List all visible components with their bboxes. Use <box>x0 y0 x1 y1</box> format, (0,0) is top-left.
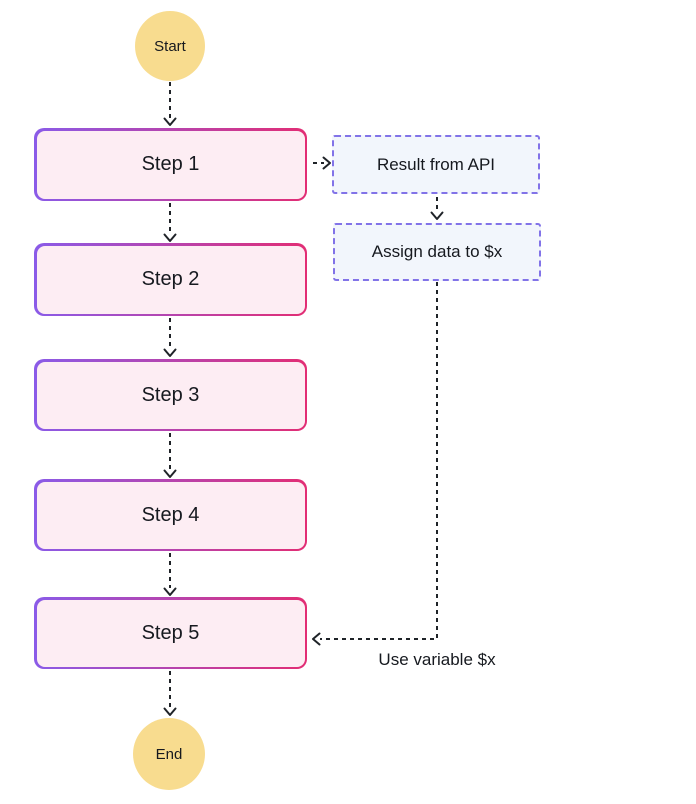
arrowhead-down-icon <box>163 117 177 126</box>
step-node-4: Step 4 <box>34 479 307 551</box>
arrowhead-left-icon <box>312 632 321 646</box>
assign-data-node: Assign data to $x <box>333 223 541 281</box>
step-label: Step 1 <box>141 153 200 175</box>
arrowhead-right-icon <box>322 156 331 170</box>
step-label: Step 3 <box>141 383 200 406</box>
step-node-1: Step 1 <box>34 128 307 201</box>
step-node-1-body: Step 1 <box>36 130 305 199</box>
result-from-api-node: Result from API <box>332 135 540 194</box>
arrowhead-down-icon <box>163 233 177 242</box>
result-from-api-label: Result from API <box>376 154 496 174</box>
arrowhead-down-icon <box>163 707 177 716</box>
step-node-5-body: Step 5 <box>36 599 305 667</box>
step-node-4-body: Step 4 <box>36 481 305 549</box>
start-node: Start <box>135 11 205 81</box>
step-label: Step 4 <box>141 503 200 526</box>
step-label: Step 2 <box>141 268 200 290</box>
step-node-3: Step 3 <box>34 359 307 431</box>
step-node-5: Step 5 <box>34 597 307 669</box>
start-label: Start <box>154 37 186 55</box>
step-node-3-body: Step 3 <box>36 361 305 429</box>
arrowhead-down-icon <box>163 587 177 596</box>
end-node: End <box>133 718 205 790</box>
use-variable-label: Use variable $x <box>378 650 496 669</box>
end-label: End <box>155 745 183 763</box>
arrowhead-down-icon <box>163 469 177 478</box>
arrowhead-down-icon <box>163 348 177 357</box>
arrow-assign-to-step5 <box>320 282 438 640</box>
step-node-2-body: Step 2 <box>36 245 305 314</box>
assign-data-label: Assign data to $x <box>371 242 503 261</box>
arrowhead-down-icon <box>430 211 444 220</box>
step-label: Step 5 <box>141 621 200 644</box>
step-node-2: Step 2 <box>34 243 307 316</box>
